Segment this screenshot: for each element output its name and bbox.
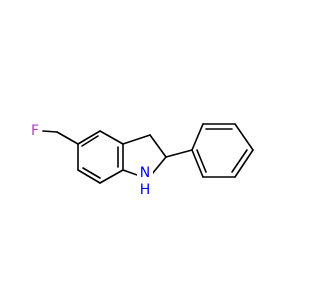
bond-c3a-c4 xyxy=(77,130,101,145)
bond-c3a-c3 xyxy=(122,134,151,145)
bond-ph3-ph4 xyxy=(234,123,254,151)
bond-ph6-ph1-double xyxy=(196,149,207,173)
bond-ph1-ph2 xyxy=(191,123,204,151)
bond-c2-n1 xyxy=(151,156,167,175)
bond-c5-c6 xyxy=(77,169,101,184)
structure-diagram: F N H xyxy=(28,121,254,198)
nitrogen-symbol: N xyxy=(140,165,150,181)
bond-c-f xyxy=(56,131,79,145)
bond-ph4-ph5 xyxy=(234,149,254,178)
bond-ph6-ph1 xyxy=(191,149,204,178)
bond-f-stub xyxy=(42,130,58,133)
phenyl-ring xyxy=(191,123,254,178)
bond-c7a-c3a xyxy=(99,130,124,145)
bond-c6-c7 xyxy=(99,169,124,184)
benzo-ring xyxy=(77,130,124,184)
atom-label-nh: N H xyxy=(137,165,153,198)
bond-c3-c2 xyxy=(149,134,167,158)
fluorine-symbol: F xyxy=(31,123,39,139)
bond-c2-phenyl xyxy=(165,149,193,158)
bond-ph4-ph5-double xyxy=(231,149,248,173)
hydrogen-symbol: H xyxy=(140,182,151,198)
bond-c4-c4-double xyxy=(81,135,99,147)
atom-label-fluorine: F xyxy=(28,121,42,139)
bond-c5-c6-double xyxy=(82,167,101,179)
